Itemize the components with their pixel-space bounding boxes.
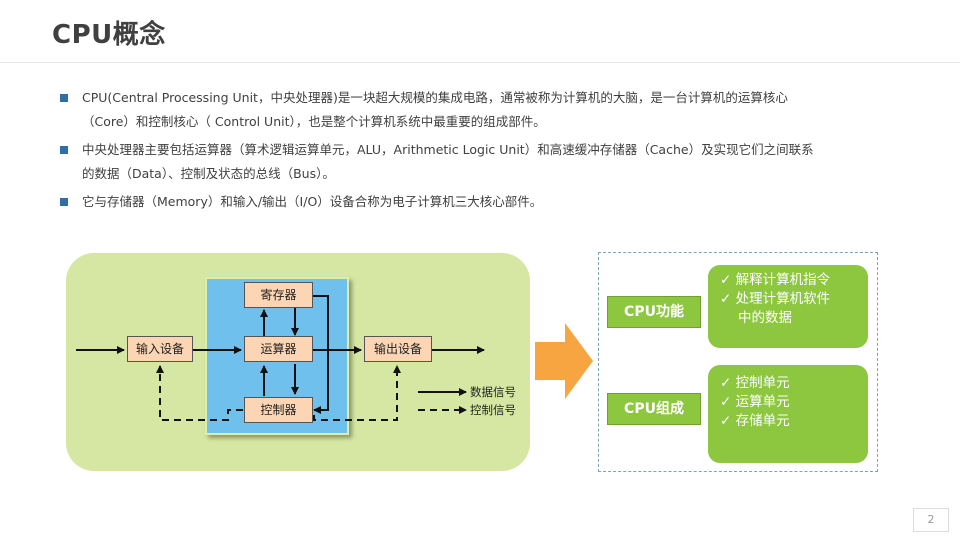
bullet-item: CPU(Central Processing Unit，中央处理器)是一块超大规… [58,86,908,134]
bullet-square-icon [60,146,68,154]
controller-node: 控制器 [244,397,313,423]
alu-node: 运算器 [244,336,313,362]
cpu-function-item: 中的数据 [738,310,792,326]
bullet-text-line: 它与存储器（Memory）和输入/输出（I/O）设备合称为电子计算机三大核心部件… [82,194,543,209]
bullet-item: 中央处理器主要包括运算器（算术逻辑运算单元，ALU，Arithmetic Log… [58,138,908,186]
bullet-text-line: 中央处理器主要包括运算器（算术逻辑运算单元，ALU，Arithmetic Log… [82,142,814,157]
register-node: 寄存器 [244,282,313,308]
data-line [312,295,329,414]
bullet-text-line: CPU(Central Processing Unit，中央处理器)是一块超大规… [82,90,788,105]
page-number: 2 [913,508,949,532]
cpu-composition-box: ✓ 控制单元 ✓ 运算单元 ✓ 存储单元 [708,365,868,463]
cpu-composition-label: CPU组成 [607,393,701,425]
bullet-list: CPU(Central Processing Unit，中央处理器)是一块超大规… [58,86,908,218]
cpu-composition-item: ✓ 控制单元 [720,375,790,391]
bullet-square-icon [60,94,68,102]
cpu-composition-item: ✓ 存储单元 [720,413,790,429]
control-line [313,365,401,421]
control-line [156,365,243,421]
input-device-node: 输入设备 [127,336,193,362]
cpu-function-item: ✓ 处理计算机软件 [720,291,831,307]
right-arrow-icon [535,323,593,399]
bullet-square-icon [60,198,68,206]
bullet-text-line: 的数据（Data）、控制及状态的总线（Bus）。 [82,166,335,181]
bullet-item: 它与存储器（Memory）和输入/输出（I/O）设备合称为电子计算机三大核心部件… [58,190,908,214]
cpu-function-label: CPU功能 [607,296,701,328]
cpu-summary-panel [598,252,878,472]
output-device-node: 输出设备 [364,336,432,362]
cpu-function-item: ✓ 解释计算机指令 [720,272,831,288]
legend-control-label: 控制信号 [470,403,516,417]
legend-data-label: 数据信号 [470,385,516,399]
page-title: CPU概念 [52,20,166,50]
cpu-function-box: ✓ 解释计算机指令 ✓ 处理计算机软件 中的数据 [708,265,868,348]
bullet-text-line: （Core）和控制核心（ Control Unit），也是整个计算机系统中最重要… [82,114,546,129]
cpu-composition-item: ✓ 运算单元 [720,394,790,410]
title-divider [0,62,960,63]
